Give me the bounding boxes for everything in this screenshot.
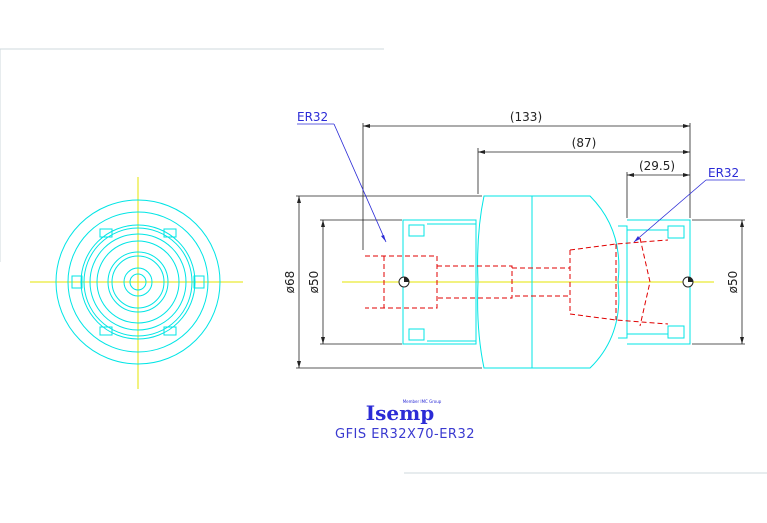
callout-leaders bbox=[297, 123, 745, 243]
side-view bbox=[296, 123, 745, 369]
dimension-arrows bbox=[297, 124, 744, 368]
dim-nose-length: (29.5) bbox=[639, 159, 675, 173]
dim-right-diameter: ø50 bbox=[726, 271, 740, 294]
dim-body-diameter: ø68 bbox=[283, 271, 297, 294]
callout-label-right: ER32 bbox=[708, 166, 739, 180]
end-view-outline bbox=[55, 199, 221, 365]
sheet-frame bbox=[0, 48, 767, 474]
logo-tagline: Member IMC Group bbox=[403, 399, 442, 404]
dim-body-length: (87) bbox=[572, 136, 597, 150]
product-code: GFIS ER32X70-ER32 bbox=[335, 427, 475, 442]
dim-left-diameter: ø50 bbox=[307, 271, 321, 294]
dim-overall-length: (133) bbox=[510, 110, 542, 124]
ball-markers bbox=[398, 276, 694, 288]
callout-label-left: ER32 bbox=[297, 110, 328, 124]
brand-logo: Member IMC Group Isemp bbox=[366, 399, 442, 425]
end-view-centerlines bbox=[30, 177, 243, 389]
logo-wordmark: Isemp bbox=[366, 401, 435, 425]
dimension-lines bbox=[296, 123, 745, 369]
end-view bbox=[30, 177, 243, 389]
callout-arrowheads bbox=[381, 235, 640, 242]
hidden-lines bbox=[365, 237, 669, 327]
